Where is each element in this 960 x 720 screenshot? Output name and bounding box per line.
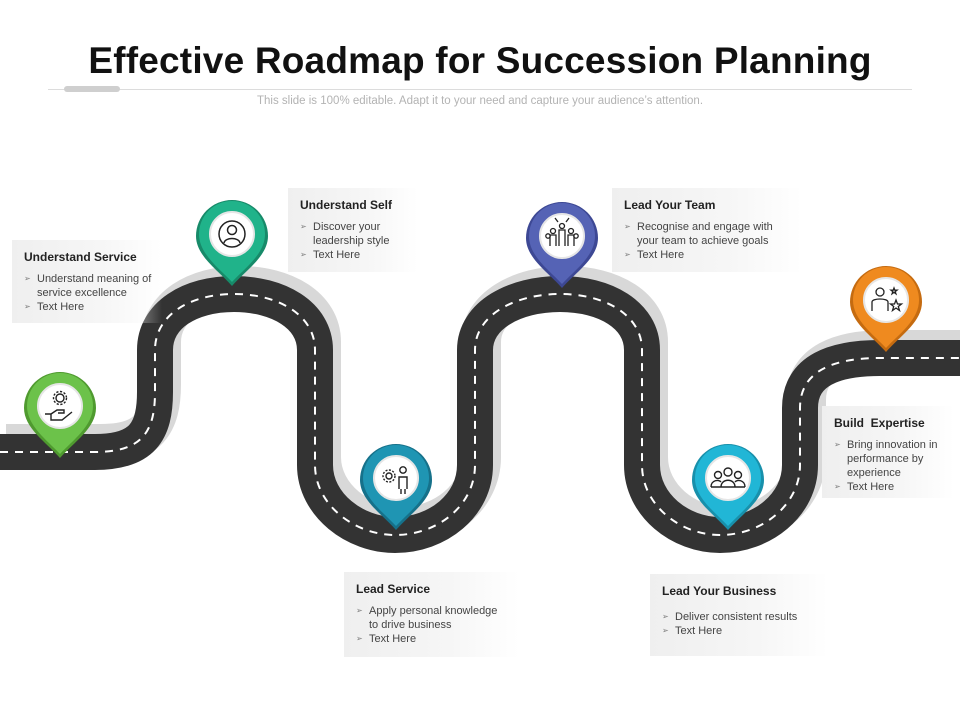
milestone-card-understand-service: Understand Service Understand meaning of… bbox=[12, 240, 162, 323]
milestone-card-build-expertise: Build Expertise Bring innovation in perf… bbox=[822, 406, 954, 498]
milestone-bullet: Discover your leadership style bbox=[300, 220, 408, 248]
milestone-title: Lead Your Team bbox=[624, 198, 716, 212]
milestone-pin-build-expertise bbox=[850, 266, 922, 352]
person-icon bbox=[218, 220, 246, 248]
milestone-title: Lead Your Business bbox=[662, 584, 777, 598]
milestone-title: Build Expertise bbox=[834, 416, 925, 430]
milestone-bullets: Bring innovation in performance by exper… bbox=[834, 438, 950, 494]
milestone-bullets: Apply personal knowledge to drive busine… bbox=[356, 604, 509, 646]
milestone-pin-understand-service bbox=[24, 372, 96, 458]
milestone-bullet: Apply personal knowledge to drive busine… bbox=[356, 604, 509, 632]
page-title: Effective Roadmap for Succession Plannin… bbox=[88, 40, 872, 81]
group-icon bbox=[710, 467, 746, 488]
person-star-icon bbox=[871, 286, 904, 313]
title-divider bbox=[48, 89, 912, 90]
milestone-bullet: Text Here bbox=[300, 248, 408, 262]
milestone-bullet: Text Here bbox=[356, 632, 509, 646]
milestone-card-understand-self: Understand Self Discover your leadership… bbox=[288, 188, 418, 272]
page-subtitle: This slide is 100% editable. Adapt it to… bbox=[256, 95, 704, 107]
milestone-bullet: Understand meaning of service excellence bbox=[24, 272, 152, 300]
milestone-bullet: Text Here bbox=[662, 624, 818, 638]
milestone-bullet: Text Here bbox=[24, 300, 152, 314]
milestone-title: Understand Self bbox=[300, 198, 393, 212]
road bbox=[0, 275, 960, 554]
milestone-bullets: Recognise and engage with your team to a… bbox=[624, 220, 792, 262]
milestone-bullets: Understand meaning of service excellence… bbox=[24, 272, 152, 314]
hand-gear-icon bbox=[45, 390, 73, 421]
milestone-card-lead-your-team: Lead Your Team Recognise and engage with… bbox=[612, 188, 802, 272]
milestone-card-lead-service: Lead Service Apply personal knowledge to… bbox=[344, 572, 519, 657]
milestone-title: Understand Service bbox=[24, 250, 137, 264]
milestone-bullets: Deliver consistent results Text Here bbox=[662, 610, 818, 638]
milestone-card-lead-your-business: Lead Your Business Deliver consistent re… bbox=[650, 574, 828, 656]
milestone-pin-lead-your-team bbox=[526, 202, 598, 288]
milestone-bullets: Discover your leadership style Text Here bbox=[300, 220, 408, 262]
milestone-bullet: Text Here bbox=[834, 480, 950, 494]
team-celebrate-icon bbox=[545, 217, 579, 246]
milestone-bullet: Bring innovation in performance by exper… bbox=[834, 438, 950, 480]
title-accent-bar bbox=[64, 86, 120, 92]
milestone-bullet: Deliver consistent results bbox=[662, 610, 818, 624]
milestone-pin-understand-self bbox=[196, 200, 268, 286]
milestone-pin-lead-your-business bbox=[692, 444, 764, 530]
milestone-bullet: Recognise and engage with your team to a… bbox=[624, 220, 792, 248]
gear-person-icon bbox=[382, 466, 408, 494]
road-center-line bbox=[0, 292, 960, 537]
milestone-bullet: Text Here bbox=[624, 248, 792, 262]
milestone-pin-lead-service bbox=[360, 444, 432, 530]
milestone-title: Lead Service bbox=[356, 582, 431, 596]
